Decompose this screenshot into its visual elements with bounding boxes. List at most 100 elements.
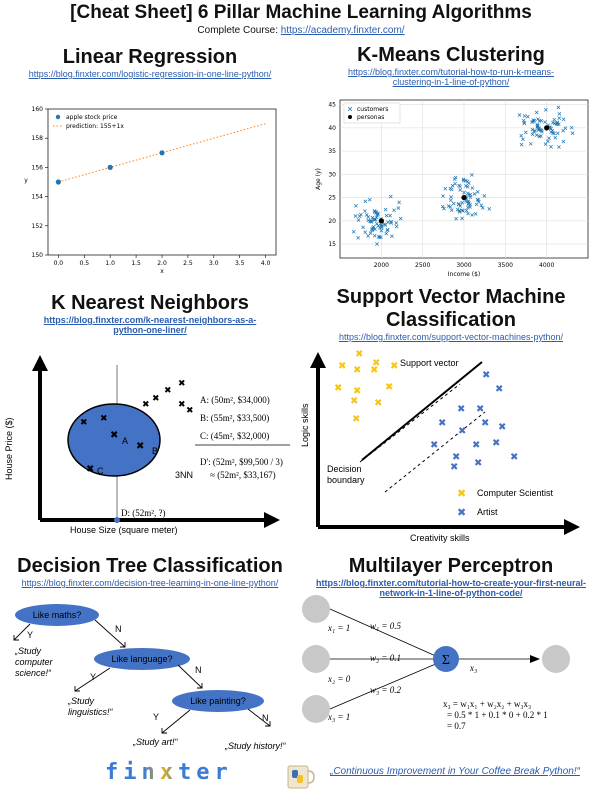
kmeans-y-tick-label: 15 <box>328 241 336 248</box>
footer-tagline[interactable]: „Continuous Improvement in Your Coffee B… <box>330 766 580 777</box>
kmeans-customer-point <box>354 203 358 208</box>
mlp-diagram: Σ x₁ = 1 x₂ = 0 x₃ = 1 w₁ = 0.5 w₂ = 0.1… <box>302 595 570 731</box>
svm-legend-cs-marker: ✖ <box>457 487 466 500</box>
svg-text:✖: ✖ <box>142 400 150 410</box>
svm-artist-point: ✖ <box>472 440 480 451</box>
kmeans-customer-stroke <box>556 122 561 127</box>
kmeans-customer-stroke <box>476 199 481 204</box>
kmeans-customer-stroke <box>372 233 377 238</box>
course-link[interactable]: https://academy.finxter.com/ <box>280 25 405 36</box>
linreg-x-tick-label: 2.0 <box>157 260 167 267</box>
knn-y-arrow <box>32 355 48 371</box>
kmeans-customer-stroke <box>555 122 560 127</box>
kmeans-customer-point <box>461 177 466 182</box>
kmeans-customer-stroke <box>394 224 399 229</box>
svm-section: Support Vector Machine Classification ht… <box>300 286 602 342</box>
svm-artist-point: ✖ <box>438 418 446 429</box>
kmeans-customer-stroke <box>540 129 544 134</box>
dtree-n3: N <box>262 713 269 723</box>
kmeans-customer-stroke <box>465 184 470 189</box>
svm-cs-point: ✖ <box>370 365 378 376</box>
kmeans-customer-point <box>364 213 369 217</box>
kmeans-customer-stroke <box>453 181 457 186</box>
kmeans-customer-point <box>398 216 403 221</box>
kmeans-link-2[interactable]: clustering-in-1-line-of-python/ <box>392 77 510 87</box>
kmeans-customer-stroke <box>461 209 465 213</box>
kmeans-customer-point <box>363 230 368 235</box>
knn-3nn-label: 3NN <box>175 470 193 480</box>
kmeans-customer-point <box>462 190 466 195</box>
kmeans-legend-marker-personas <box>348 115 352 119</box>
knn-diagram: ✖ ✖ ✖ A B C ✖✖✖ ✖✖✖ ✖✖ 3NN D: (52m², ?) … <box>4 355 290 535</box>
kmeans-customer-point <box>388 213 392 218</box>
svg-text:✖: ✖ <box>186 406 194 416</box>
kmeans-customer-point <box>453 175 458 180</box>
knn-link-1[interactable]: https://blog.finxter.com/k-nearest-neigh… <box>43 315 257 325</box>
svg-text:✖: ✖ <box>80 418 88 428</box>
linreg-title: Linear Regression <box>62 46 238 68</box>
kmeans-customer-point <box>556 105 561 110</box>
kmeans-customer-stroke <box>561 128 565 133</box>
kmeans-customer-point <box>366 218 371 223</box>
linreg-x-tick-label: 1.0 <box>105 260 115 267</box>
knn-other-points: ✖✖✖ ✖✖✖ ✖✖ <box>80 379 194 428</box>
dtree-link[interactable]: https://blog.finxter.com/decision-tree-l… <box>21 578 279 588</box>
kmeans-customer-stroke <box>528 141 533 146</box>
kmeans-customer-stroke <box>552 131 556 136</box>
kmeans-customer-point <box>458 188 463 192</box>
svm-margin-lower <box>384 411 486 493</box>
knn-link-2[interactable]: python-one-liner/ <box>113 325 187 335</box>
kmeans-customer-point <box>480 206 485 210</box>
kmeans-customer-stroke <box>469 173 474 177</box>
kmeans-customer-stroke <box>546 139 550 144</box>
linreg-prediction-line <box>58 123 266 183</box>
dtree-edges <box>13 619 271 734</box>
mlp-input-node-2 <box>302 645 330 673</box>
kmeans-customer-point <box>458 184 462 189</box>
svm-x-arrow <box>564 519 580 535</box>
mlp-link-2[interactable]: network-in-1-line-of-python-code/ <box>379 588 523 598</box>
kmeans-customer-point <box>476 198 481 202</box>
kmeans-customer-point <box>557 145 561 149</box>
svm-link[interactable]: https://blog.finxter.com/support-vector-… <box>338 332 564 342</box>
kmeans-customer-stroke <box>388 194 393 199</box>
kmeans-customer-point <box>377 225 382 230</box>
kmeans-customer-stroke <box>519 133 524 138</box>
dtree-node-language <box>94 648 190 670</box>
kmeans-customer-stroke <box>521 118 526 123</box>
linreg-link[interactable]: https://blog.finxter.com/logistic-regres… <box>28 69 272 79</box>
kmeans-customer-point <box>383 207 388 212</box>
kmeans-customer-stroke <box>379 222 384 227</box>
kmeans-customer-point <box>390 234 394 239</box>
kmeans-customer-point <box>468 195 473 200</box>
kmeans-customer-point <box>561 117 566 122</box>
kmeans-customer-point <box>552 117 557 122</box>
kmeans-customer-stroke <box>375 213 380 217</box>
knn-x-label: House Size (square meter) <box>70 525 178 535</box>
kmeans-customer-stroke <box>470 186 475 190</box>
kmeans-x-tick-label: 4000 <box>539 262 554 269</box>
kmeans-customer-stroke <box>441 194 445 198</box>
kmeans-customer-stroke <box>523 130 528 135</box>
kmeans-customer-stroke <box>465 191 470 196</box>
dtree-n2: N <box>195 665 202 675</box>
mlp-w1: w₁ = 0.5 <box>370 621 401 631</box>
kmeans-customer-point <box>370 227 374 231</box>
svm-artist-point: ✖ <box>481 418 489 429</box>
svm-points: ✖✖✖✖✖✖✖✖✖✖✖✖✖✖✖✖✖✖✖✖✖✖✖✖✖✖✖ <box>334 349 518 473</box>
kmeans-customer-stroke <box>549 144 553 149</box>
svm-artist-point: ✖ <box>450 462 458 473</box>
kmeans-customer-stroke <box>517 113 522 117</box>
svm-artist-point: ✖ <box>457 404 465 415</box>
kmeans-customer-stroke <box>368 219 373 224</box>
kmeans-customer-stroke <box>530 127 535 132</box>
kmeans-customer-stroke <box>536 117 540 121</box>
linreg-plot-frame <box>47 108 277 256</box>
svm-artist-point: ✖ <box>495 384 503 395</box>
mlp-link-1[interactable]: https://blog.finxter.com/tutorial-how-to… <box>315 578 586 588</box>
svm-cs-point: ✖ <box>338 361 346 372</box>
kmeans-link-1[interactable]: https://blog.finxter.com/tutorial-how-to… <box>347 67 555 77</box>
kmeans-customer-stroke <box>534 110 539 115</box>
linreg-x-tick-label: 0.5 <box>79 260 89 267</box>
kmeans-customer-point <box>534 110 539 115</box>
